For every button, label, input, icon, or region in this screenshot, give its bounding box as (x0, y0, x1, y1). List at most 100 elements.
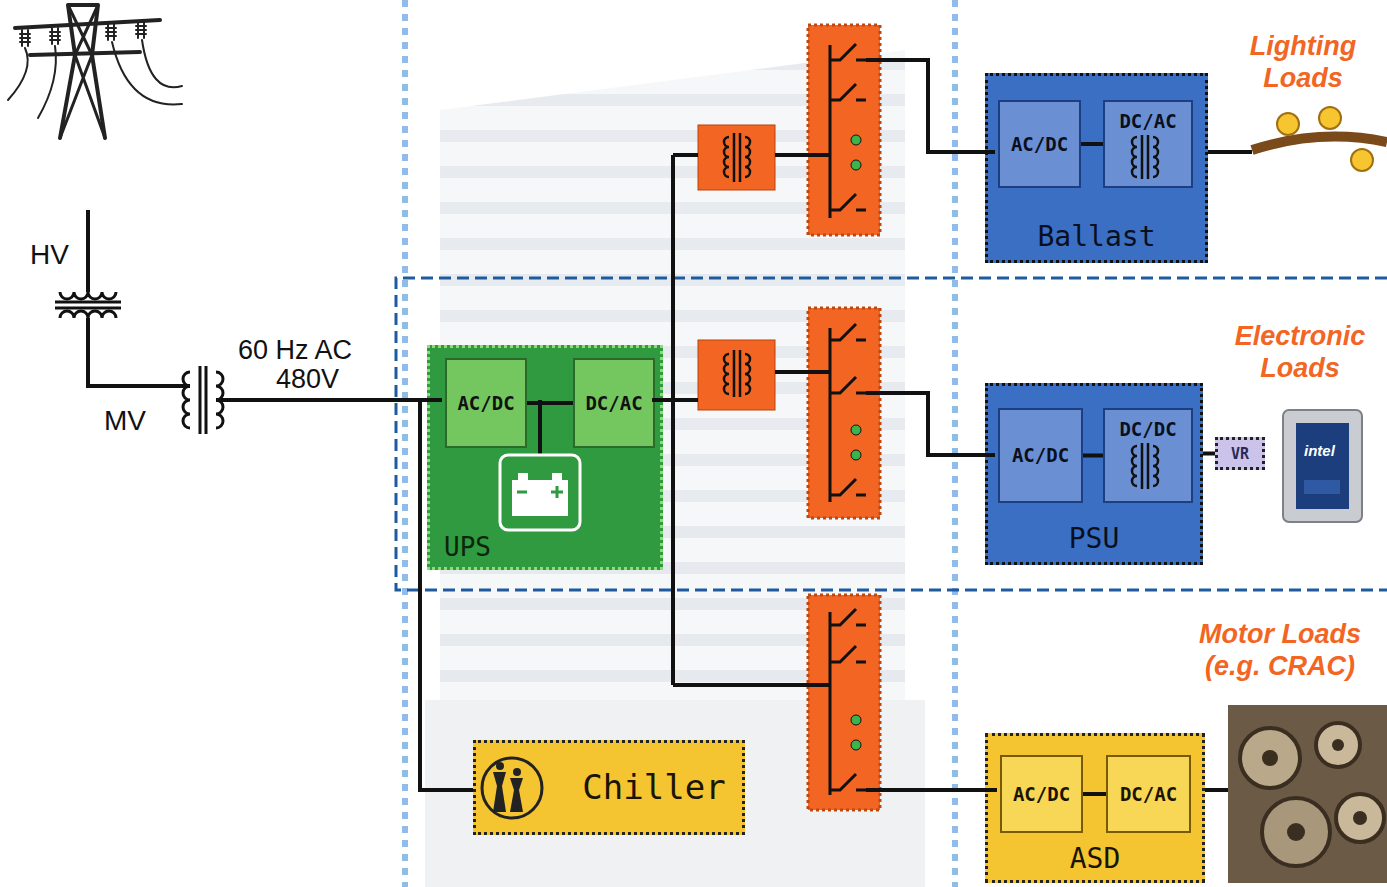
switchgear-panel (830, 44, 866, 60)
transmission-tower (8, 40, 182, 118)
power-wire (652, 398, 673, 402)
psu-unit: PSUAC/DCDC/DC (985, 383, 1203, 565)
converter-box: AC/DC (998, 100, 1081, 188)
ups-unit: UPSAC/DCDC/AC (427, 345, 663, 570)
switchgear-panel (851, 135, 861, 145)
converter-box: DC/AC (573, 358, 655, 448)
switchgear-panel (830, 479, 866, 495)
transmission-tower (20, 26, 146, 42)
transformer-box (734, 133, 740, 182)
node-text: DC/AC (1120, 783, 1177, 806)
switchgear-panel (851, 715, 861, 725)
node-text: DC/AC (585, 392, 642, 415)
transformer-box (698, 125, 775, 190)
transmission-tower (60, 5, 105, 138)
power-wire (1083, 454, 1103, 458)
motor-gears (1353, 811, 1367, 825)
converter-box: DC/AC (1103, 100, 1193, 188)
power-wire (866, 788, 997, 792)
transformer-symbol (1132, 137, 1137, 177)
switchgear-panel (851, 425, 861, 435)
transformer-box (745, 354, 750, 394)
zone-divider (952, 0, 958, 887)
switchgear-panel (808, 308, 880, 518)
power-wire (673, 153, 698, 157)
power-wire (673, 398, 698, 402)
switchgear-panel (829, 612, 832, 795)
switchgear-panel (808, 595, 880, 810)
switchgear-panel (851, 160, 861, 170)
switchgear-panel (851, 450, 861, 460)
power-wire (775, 153, 830, 157)
motor-gears (1332, 739, 1344, 751)
transformer-symbol (1153, 446, 1158, 486)
transformer-symbol (55, 292, 121, 318)
transformer-symbol (1142, 443, 1148, 489)
transformer-symbol (216, 372, 223, 428)
switchgear-panel (808, 308, 880, 518)
motor-gears (1262, 798, 1330, 866)
building-backdrop (425, 700, 925, 887)
motor-gears (1316, 723, 1360, 767)
asd-unit: ASDAC/DCDC/AC (985, 733, 1205, 883)
transmission-tower (22, 22, 144, 46)
chiller-icon (496, 762, 504, 770)
converter-box: AC/DC (998, 408, 1083, 503)
power-wire (538, 400, 542, 455)
switchgear-panel (830, 194, 866, 210)
chiller-icon (510, 778, 523, 812)
transformer-symbol (183, 366, 223, 434)
chiller-unit: Chiller (473, 740, 745, 835)
switchgear-panel (830, 44, 866, 218)
switchgear-panel (808, 25, 880, 235)
transformer-symbol (1132, 443, 1158, 489)
load-category-label: Electronic Loads (1216, 320, 1384, 385)
transformer-symbol (60, 292, 116, 299)
chiller-icon (493, 772, 506, 812)
node-text: VR (1231, 445, 1249, 463)
transformer-symbol (55, 302, 121, 308)
light-fixture (1277, 113, 1299, 135)
switchgear-panel (830, 324, 866, 340)
processor-chip (1283, 410, 1362, 522)
switchgear-panel (851, 740, 861, 750)
switchgear-panel (830, 774, 866, 790)
power-wire (775, 370, 830, 374)
power-wire (671, 155, 675, 685)
processor-chip (1283, 410, 1362, 522)
chip-logo-text: intel (1304, 442, 1335, 460)
node-text: AC/DC (1012, 444, 1069, 467)
light-fixture (1319, 107, 1341, 129)
ballast-unit: BallastAC/DCDC/AC (985, 73, 1208, 263)
switchgear-panel (829, 45, 832, 218)
converter-box: AC/DC (1000, 755, 1083, 833)
transformer-symbol (1132, 135, 1158, 179)
processor-chip (1296, 423, 1349, 509)
light-fixture (1351, 149, 1373, 171)
transformer-symbol (60, 311, 116, 318)
power-wire (527, 401, 573, 405)
zone-divider (396, 0, 1387, 887)
motor-gears (1336, 794, 1384, 842)
transformer-box (698, 340, 775, 410)
chiller-icon (482, 758, 542, 818)
motor-gears (1287, 823, 1305, 841)
power-wire (1081, 142, 1103, 146)
zone-divider (396, 278, 1387, 590)
transformer-box (745, 137, 750, 177)
transformer-box (698, 340, 775, 410)
transformer-box (724, 133, 750, 182)
power-wire (420, 400, 473, 790)
switchgear-panel (808, 595, 880, 810)
transformer-symbol (1142, 135, 1148, 179)
power-wire (1208, 150, 1252, 154)
power-wire (1083, 792, 1106, 796)
motor-gears (1228, 705, 1387, 883)
switchgear-panel (830, 324, 866, 502)
power-wire (866, 393, 995, 455)
battery-icon (500, 455, 580, 530)
battery-icon (517, 486, 563, 498)
transmission-tower (15, 20, 160, 55)
